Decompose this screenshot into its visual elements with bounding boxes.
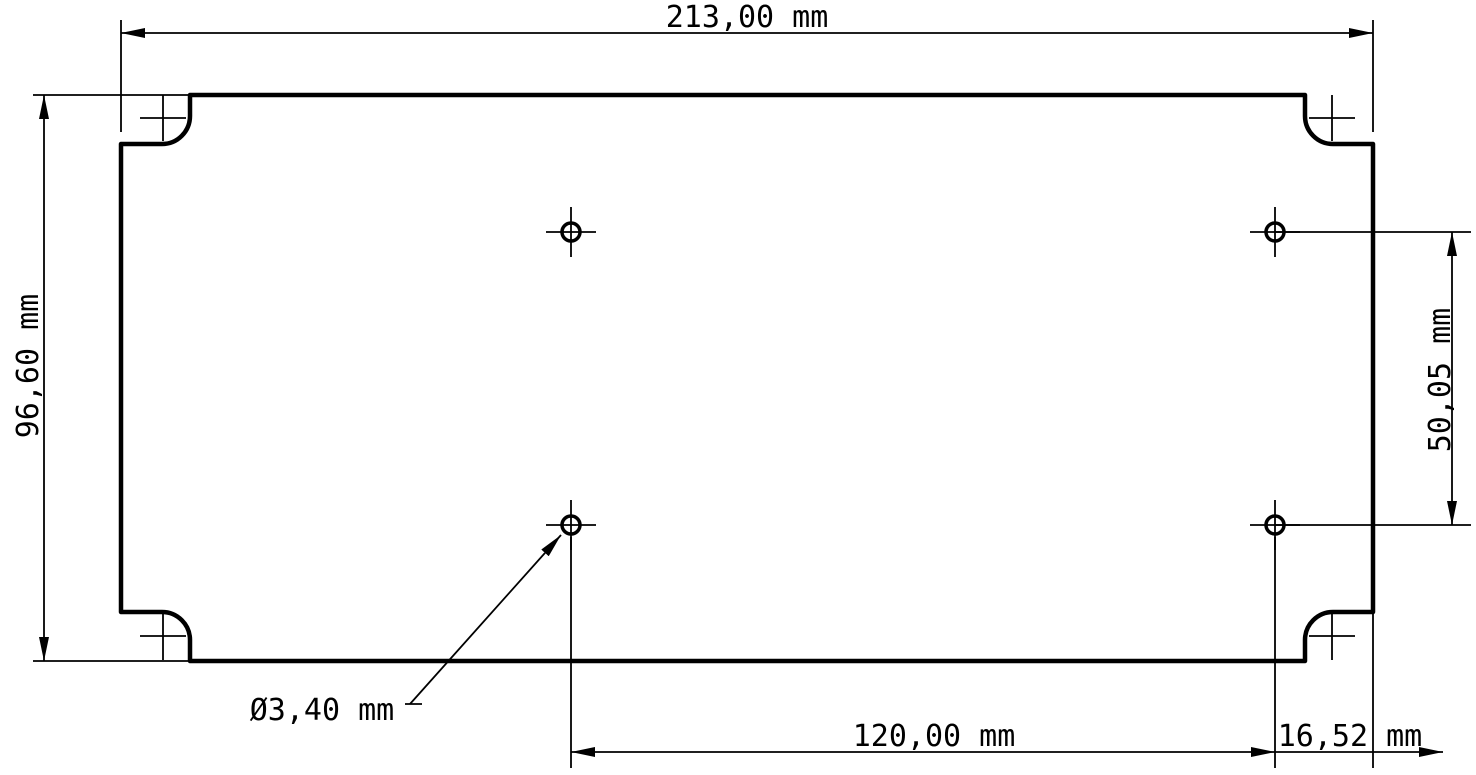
- dimension-hole-horizontal-spacing: 120,00 mm: [570, 537, 1276, 768]
- hole-edge-offset-label: 16,52 mm: [1278, 719, 1423, 754]
- hole-horizontal-spacing-label: 120,00 mm: [853, 719, 1016, 754]
- dimension-hole-diameter: Ø3,40 mm: [250, 534, 562, 728]
- hole-diameter-label: Ø3,40 mm: [250, 693, 395, 728]
- dimension-overall-width: 213,00 mm: [120, 0, 1374, 132]
- mounting-hole-top-left: [546, 207, 596, 257]
- corner-center-marks: [140, 95, 1355, 660]
- hole-vertical-spacing-label: 50,05 mm: [1423, 308, 1458, 453]
- dimension-overall-height: 96,60 mm: [11, 94, 190, 662]
- plate-outline: [118, 92, 1376, 664]
- dimension-hole-vertical-spacing: 50,05 mm: [1275, 231, 1471, 526]
- dimension-hole-edge-offset: 16,52 mm: [1275, 612, 1443, 768]
- overall-height-label: 96,60 mm: [11, 294, 46, 439]
- overall-width-label: 213,00 mm: [666, 0, 829, 35]
